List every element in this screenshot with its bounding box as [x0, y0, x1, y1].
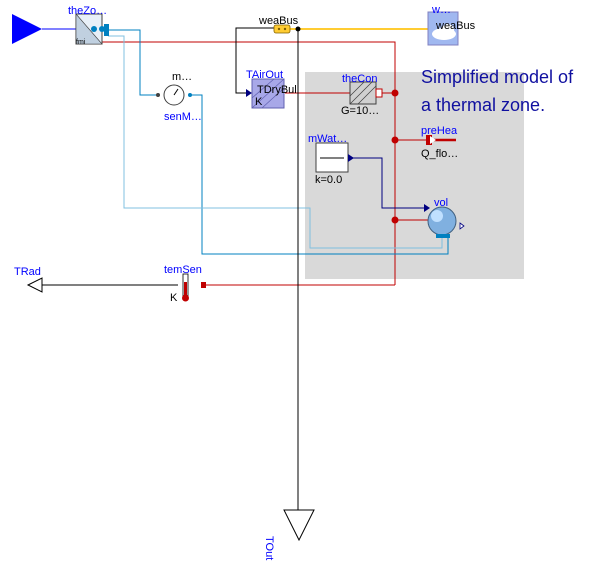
temperature-sensor-unit: K	[170, 292, 178, 304]
temperature-sensor[interactable]: temSen K	[164, 264, 206, 304]
temperature-sensor-label: temSen	[164, 264, 202, 276]
air-temp-sensor[interactable]: TAirOut TDryBul K	[246, 69, 297, 109]
thermal-zone-sublabel: fmi	[76, 39, 86, 46]
trad-label: TRad	[14, 266, 41, 278]
input-triangle[interactable]	[12, 14, 42, 44]
thermal-zone-label: theZo…	[68, 5, 107, 17]
junction-dot	[391, 89, 399, 97]
fluid-connection-thezone-mflow	[108, 29, 158, 96]
weather-data-inner-label: weaBus	[435, 20, 476, 32]
weather-data-label: w…	[431, 4, 451, 16]
signal-mwat-vol	[348, 157, 428, 209]
prescribed-heat-label: preHea	[421, 125, 458, 137]
prescribed-heat-param: Q_flo…	[421, 148, 458, 160]
water-flow-label: mWat…	[308, 133, 347, 145]
weather-bus-label: weaBus	[258, 15, 299, 27]
tout-label: TOut	[263, 536, 275, 560]
weather-data-block[interactable]: w… weaBus	[427, 4, 476, 46]
volume-label: vol	[434, 197, 448, 209]
heat-connection-top	[110, 41, 396, 92]
annotation-line2: a thermal zone.	[421, 95, 545, 115]
fluid-connection-mflow-vol	[190, 94, 449, 255]
connections	[42, 27, 449, 510]
tout-output[interactable]: TOut	[263, 509, 315, 560]
zone-background	[305, 72, 524, 279]
trad-output[interactable]: TRad	[14, 266, 43, 293]
air-temp-label: TAirOut	[246, 69, 283, 81]
water-flow-param: k=0.0	[315, 174, 342, 186]
thermal-conductor[interactable]: theCon G=10…	[341, 73, 383, 117]
thermal-zone-block[interactable]: theZo… fmi	[68, 5, 109, 46]
annotation-line1: Simplified model of	[421, 67, 574, 87]
air-temp-inner-label: TDryBul	[257, 84, 297, 96]
mass-flow-label: senM…	[164, 111, 202, 123]
junction-dot	[295, 26, 301, 32]
air-temp-unit: K	[255, 96, 263, 108]
junction-dot	[391, 136, 399, 144]
prescribed-heat-flow[interactable]: preHea Q_flo…	[421, 125, 458, 160]
fluid-connection-thezone-vol	[108, 35, 443, 249]
junction-dot	[391, 216, 399, 224]
thermal-conductor-param: G=10…	[341, 105, 379, 117]
volume-block[interactable]: vol	[424, 197, 465, 238]
junction-dots	[295, 26, 399, 224]
mass-flow-inner-label: m…	[172, 71, 192, 83]
thermal-conductor-label: theCon	[342, 73, 377, 85]
mass-flow-sensor[interactable]: m… senM…	[156, 71, 202, 123]
water-flow-block[interactable]: mWat… k=0.0	[308, 133, 354, 186]
weather-bus[interactable]: weaBus	[258, 15, 299, 34]
signal-weabus-tairout	[235, 27, 280, 94]
